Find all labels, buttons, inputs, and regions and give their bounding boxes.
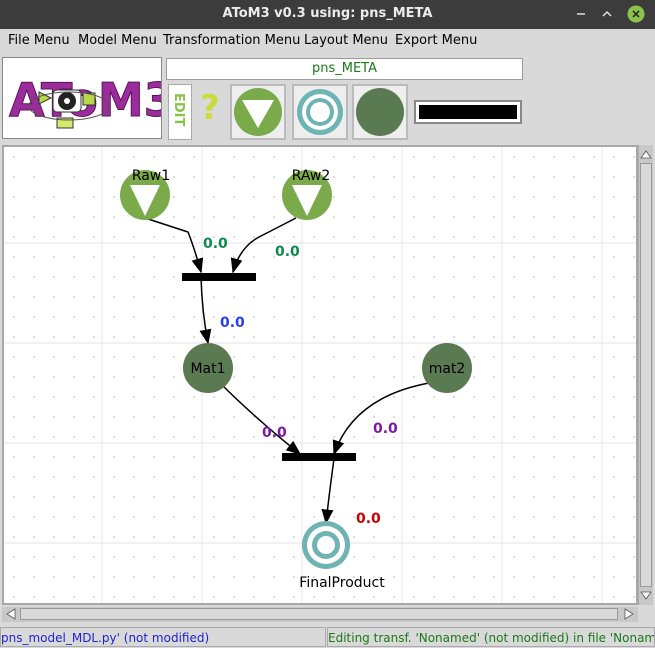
file-status: pns_model_MDL.py' (not modified) <box>0 627 326 647</box>
menu-model[interactable]: Model Menu <box>78 33 157 48</box>
scroll-right-icon[interactable] <box>622 607 636 621</box>
product-node-label: FinalProduct <box>299 575 385 591</box>
arc-mat2-to-unit2 <box>332 382 430 456</box>
operating-unit-icon <box>419 105 517 119</box>
menu-layout[interactable]: Layout Menu <box>304 33 389 48</box>
raw-node-raw1[interactable]: Raw1 <box>120 168 170 220</box>
place-material-button[interactable] <box>352 84 408 140</box>
arc-mat1-to-unit2 <box>219 382 302 455</box>
menu-export[interactable]: Export Menu <box>395 33 478 48</box>
help-button[interactable]: ? <box>196 84 226 140</box>
edge-value-label: 0.0 <box>373 421 398 437</box>
maximize-icon[interactable] <box>598 5 616 23</box>
diagram-svg: Raw1 RAw2 Mat1 mat2 FinalProduct 0.0 0.0… <box>4 147 636 603</box>
help-icon: ? <box>200 88 220 128</box>
material-node-label: mat2 <box>429 361 466 377</box>
model-name-field[interactable]: pns_META <box>166 58 523 80</box>
menu-bar: File Menu Model Menu Transformation Menu… <box>0 29 655 53</box>
menu-transformation[interactable]: Transformation Menu <box>163 33 301 48</box>
edge-value-label: 0.0 <box>220 315 245 331</box>
material-node-mat2[interactable]: mat2 <box>422 343 472 393</box>
raw-node-raw2[interactable]: RAw2 <box>282 168 332 220</box>
raw-node-label: RAw2 <box>292 168 331 184</box>
place-product-button[interactable] <box>292 84 348 140</box>
edge-value-label: 0.0 <box>275 244 300 260</box>
vertical-scroll-thumb[interactable] <box>640 163 652 587</box>
transform-status: Editing transf. 'Nonamed' (not modified)… <box>327 627 655 647</box>
material-node-label: Mat1 <box>190 361 225 377</box>
scroll-up-icon[interactable] <box>639 147 653 161</box>
edit-button[interactable]: EDIT <box>168 84 192 140</box>
atom3-logo-graphic: AToM3 <box>9 73 176 129</box>
edge-value-label: 0.0 <box>356 511 381 527</box>
model-canvas[interactable]: Raw1 RAw2 Mat1 mat2 FinalProduct 0.0 0.0… <box>2 145 638 605</box>
horizontal-scroll-thumb[interactable] <box>20 608 618 620</box>
horizontal-scrollbar[interactable] <box>2 607 638 622</box>
title-bar: AToM3 v0.3 using: pns_META <box>0 0 655 29</box>
raw-node-label: Raw1 <box>132 168 170 184</box>
scroll-down-icon[interactable] <box>639 589 653 603</box>
arc-raw2-to-unit1 <box>230 217 297 274</box>
edge-value-label: 0.0 <box>262 425 287 441</box>
arc-unit2-to-product <box>321 458 335 525</box>
edit-label: EDIT <box>171 93 186 127</box>
atom3-logo: AToM3 <box>2 57 176 139</box>
edge-value-label: 0.0 <box>203 236 228 252</box>
arc-unit1-to-mat1 <box>199 276 212 345</box>
operating-unit-2[interactable] <box>282 453 356 461</box>
vertical-scrollbar[interactable] <box>638 145 653 605</box>
menu-file[interactable]: File Menu <box>8 33 70 48</box>
arc-raw1-to-unit1 <box>144 217 204 274</box>
raw-material-icon <box>234 88 282 136</box>
window-title: AToM3 v0.3 using: pns_META <box>222 6 433 21</box>
product-icon <box>297 89 343 135</box>
product-node-finalproduct[interactable]: FinalProduct <box>299 521 385 591</box>
place-raw-button[interactable] <box>230 84 286 140</box>
material-node-mat1[interactable]: Mat1 <box>183 343 233 393</box>
material-icon <box>356 88 404 136</box>
minimize-icon[interactable] <box>572 5 590 23</box>
operating-unit-1[interactable] <box>182 273 256 281</box>
place-operating-unit-button[interactable] <box>414 100 522 124</box>
scroll-left-icon[interactable] <box>4 607 18 621</box>
close-icon[interactable] <box>627 5 645 23</box>
